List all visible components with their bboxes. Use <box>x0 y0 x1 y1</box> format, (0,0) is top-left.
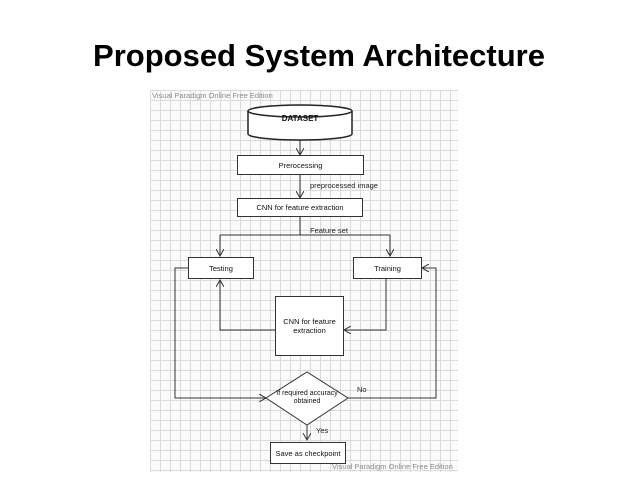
save-checkpoint-node: Save as checkpoint <box>270 442 346 464</box>
diagram-canvas <box>150 90 458 472</box>
preprocessing-node: Prerocessing <box>237 155 364 175</box>
decision-diamond <box>265 371 349 426</box>
no-label: No <box>357 385 367 394</box>
cnn-feature-extraction-node: CNN for feature extraction <box>237 198 363 217</box>
testing-node: Testing <box>188 257 254 279</box>
edge-training-cnn-center <box>344 278 387 330</box>
feature-set-label: Feature set <box>310 226 348 235</box>
cnn-center-node: CNN for feature extraction <box>275 296 344 356</box>
training-node: Training <box>353 257 422 279</box>
watermark-bottom: Visual Paradigm Online Free Edition <box>332 462 453 471</box>
edge-decision-training-no <box>348 268 437 399</box>
edge-testing-decision <box>174 267 266 398</box>
edge-cnn-center-testing <box>220 280 275 331</box>
watermark-top: Visual Paradigm Online Free Edition <box>152 91 273 100</box>
yes-label: Yes <box>316 426 329 435</box>
dataset-cylinder <box>247 104 353 141</box>
slide-title: Proposed System Architecture <box>93 38 545 73</box>
decision-label: If required accuracy obtained <box>276 389 338 405</box>
dataset-label: DATASET <box>281 114 319 124</box>
preprocessed-image-label: preprocessed image <box>310 181 378 190</box>
